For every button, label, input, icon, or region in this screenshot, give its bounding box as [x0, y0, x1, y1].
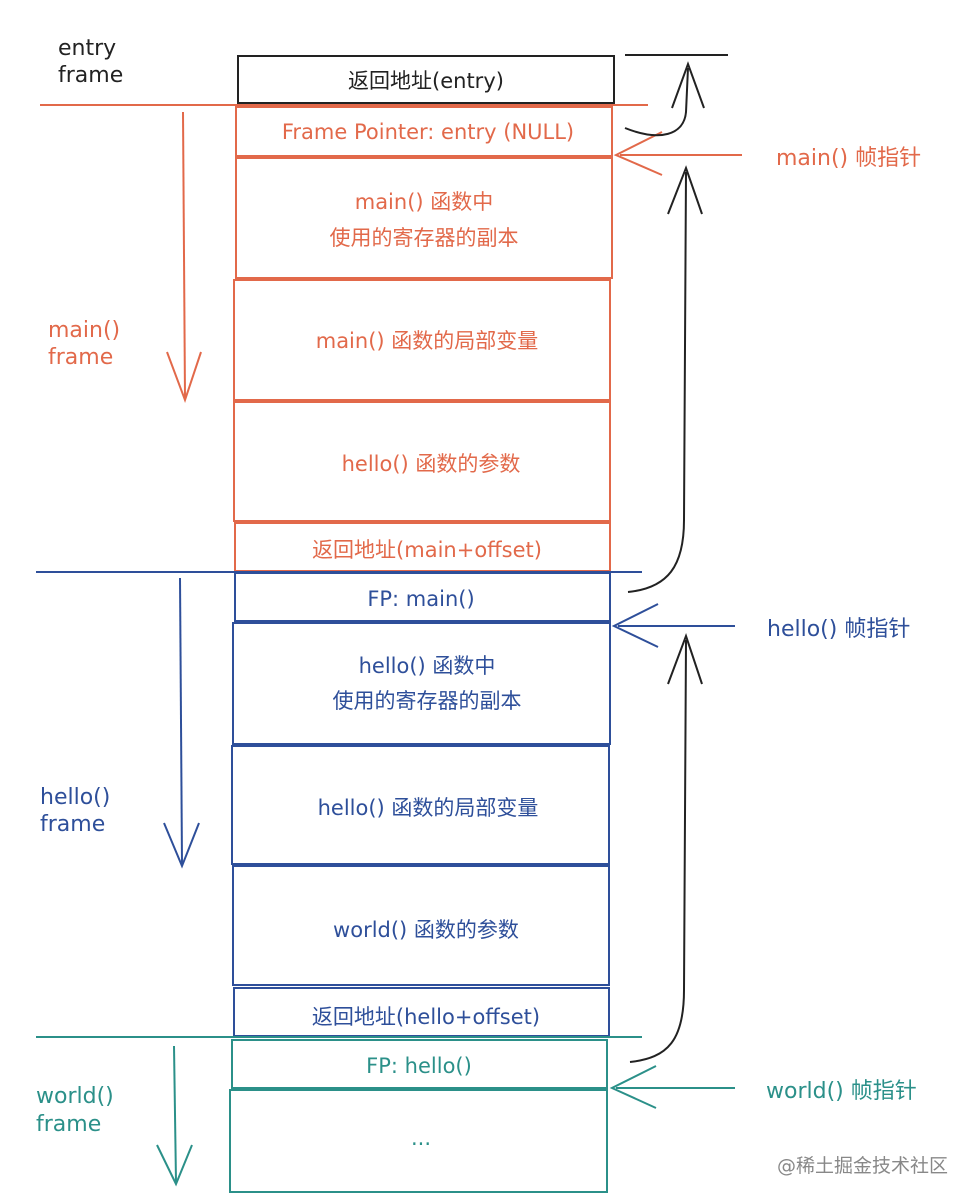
link-world-to-hello-head [667, 633, 703, 685]
world-more-text: ... [411, 1126, 431, 1150]
hello-args-text: hello() 函数的参数 [342, 452, 521, 476]
main-registers-box [235, 157, 613, 279]
hello-locals-box [231, 745, 610, 865]
main-growth-arrow-head [166, 351, 202, 403]
world-args-box [232, 865, 610, 986]
world-more-box [229, 1089, 608, 1193]
hello-registers-text-line1: hello() 函数中 [359, 654, 496, 678]
world-frame-label-line1: world() [36, 1084, 114, 1109]
hello-locals-text: hello() 函数的局部变量 [318, 796, 539, 820]
hello-frame-label-line2: frame [40, 812, 105, 837]
world-pointer-label: world() 帧指针 [766, 1079, 917, 1104]
main-pointer-arrow-head [613, 131, 663, 176]
world-fp-text: FP: hello() [366, 1054, 472, 1078]
main-locals-box [233, 279, 611, 401]
main-frame-label-line1: main() [48, 318, 120, 343]
main-registers-text-line2: 使用的寄存器的副本 [330, 226, 519, 250]
link-main-to-entry [624, 67, 689, 137]
main-registers-text-line1: main() 函数中 [355, 190, 494, 214]
hello-registers-box [232, 622, 611, 745]
main-growth-arrow-shaft [182, 111, 186, 399]
world-growth-arrow-head [156, 1144, 193, 1187]
hello-pointer-label: hello() 帧指针 [767, 617, 910, 642]
world-pointer-arrow-head [609, 1065, 657, 1109]
world-growth-arrow-shaft [173, 1045, 177, 1183]
entry-frame-label-line1: entry [58, 36, 116, 61]
hello-fp-box [234, 572, 611, 622]
link-main-to-entry-head [671, 61, 705, 109]
main-frame: main() frame Frame Pointer: entry (NULL)… [40, 104, 921, 572]
world-fp-box [231, 1039, 608, 1089]
world-args-text: world() 函数的参数 [333, 918, 519, 942]
hello-args-box [233, 401, 611, 522]
main-frame-label-line2: frame [48, 345, 113, 370]
entry-frame-label-line2: frame [58, 63, 123, 88]
hello-fp-text: FP: main() [367, 587, 474, 611]
hello-pointer-arrow-head [611, 603, 659, 648]
link-hello-to-main-head [667, 165, 703, 215]
main-pointer-label: main() 帧指针 [776, 146, 921, 171]
main-fp-box [235, 106, 613, 157]
entry-frame: entry frame 返回地址(entry) [58, 36, 728, 104]
world-frame-label-line2: frame [36, 1112, 101, 1137]
hello-growth-arrow-shaft [179, 577, 183, 865]
link-world-to-hello [629, 639, 687, 1063]
entry-return-address-box [237, 55, 615, 104]
hello-return-address-text: 返回地址(hello+offset) [312, 1005, 540, 1029]
main-return-address-text: 返回地址(main+offset) [312, 538, 542, 562]
main-fp-text: Frame Pointer: entry (NULL) [282, 120, 574, 144]
main-locals-text: main() 函数的局部变量 [316, 329, 539, 353]
hello-registers-text-line2: 使用的寄存器的副本 [333, 689, 522, 713]
hello-frame-label-line1: hello() [40, 785, 110, 810]
world-frame: world() frame FP: hello() ... world() 帧指… [36, 1036, 917, 1193]
frame-pointer-links [624, 61, 705, 1063]
link-hello-to-main [627, 171, 687, 593]
hello-frame: hello() frame FP: main() hello() 函数中 使用的… [36, 571, 910, 1037]
hello-growth-arrow-head [163, 822, 200, 869]
entry-return-address-text: 返回地址(entry) [348, 69, 504, 93]
watermark: @稀土掘金技术社区 [777, 1155, 948, 1177]
